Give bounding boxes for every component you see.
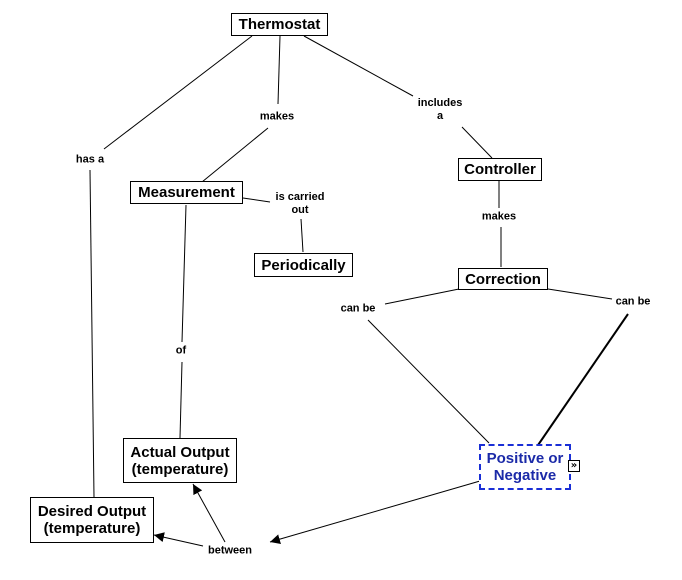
link-has-a-desired-output: [89, 169, 95, 498]
concept-thermostat[interactable]: Thermostat: [231, 13, 328, 36]
link-can-be-2-positive: [535, 313, 629, 449]
concept-measurement[interactable]: Measurement: [130, 181, 243, 204]
linking-phrase-can-be-right[interactable]: can be: [614, 295, 652, 309]
link-can-be-1-positive: [367, 319, 490, 444]
link-is-carried-out-periodically: [300, 218, 304, 253]
linking-phrase-makes-controller[interactable]: makes: [480, 210, 518, 224]
concept-periodically[interactable]: Periodically: [254, 253, 353, 277]
link-makes-measurement: [201, 127, 269, 183]
link-measurement-is-carried-out: [242, 197, 271, 203]
linking-phrase-of[interactable]: of: [174, 344, 188, 358]
link-between-desired-output: [153, 532, 204, 547]
linking-phrase-between[interactable]: between: [206, 544, 254, 558]
link-of-actual-output: [179, 361, 183, 439]
link-measurement-of: [181, 204, 187, 343]
link-correction-can-be-2: [547, 288, 613, 300]
concept-controller[interactable]: Controller: [458, 158, 542, 181]
concept-desired-output[interactable]: Desired Output (temperature): [30, 497, 154, 543]
concept-correction[interactable]: Correction: [458, 268, 548, 290]
concept-positive-or-negative[interactable]: Positive or Negative: [479, 444, 571, 490]
concept-actual-output[interactable]: Actual Output (temperature): [123, 438, 237, 483]
link-thermostat-includes: [303, 35, 414, 97]
linking-phrase-has-a[interactable]: has a: [74, 153, 106, 167]
link-thermostat-has-a: [103, 35, 253, 150]
linking-phrase-is-carried-out[interactable]: is carried out: [274, 191, 326, 217]
link-positive-between: [269, 480, 481, 545]
linking-phrase-includes-a[interactable]: includes a: [416, 97, 464, 123]
link-thermostat-makes: [277, 35, 281, 105]
link-between-actual-output: [192, 483, 226, 543]
double-chevron-right-icon[interactable]: »: [568, 460, 580, 472]
link-correction-can-be-1: [384, 288, 460, 305]
linking-phrase-can-be-left[interactable]: can be: [339, 302, 377, 316]
link-includes-controller: [461, 126, 493, 159]
linking-phrase-makes[interactable]: makes: [258, 110, 296, 124]
